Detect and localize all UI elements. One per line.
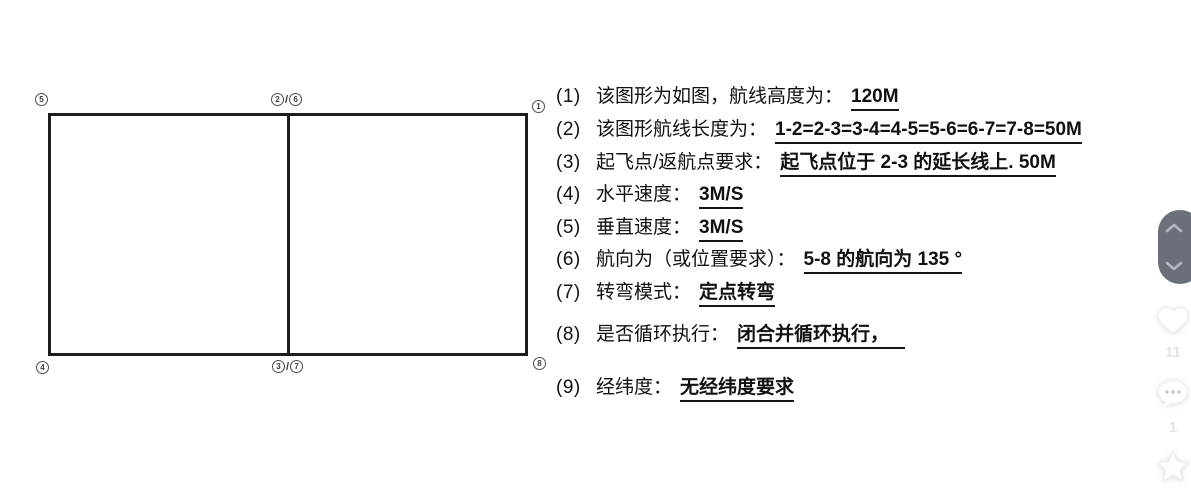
list-item-1: (1) 该图形为如图，航线高度为： 120M <box>556 84 899 111</box>
item-number: (3) <box>556 152 581 173</box>
item-number: (2) <box>556 119 581 140</box>
comment-bubble-icon <box>1157 379 1189 414</box>
item-label: 航向为（或位置要求）： <box>596 249 796 270</box>
item-number: (1) <box>556 86 581 107</box>
list-item-6: (6) 航向为（或位置要求）： 5-8 的航向为 135 ° <box>556 247 963 274</box>
like-button[interactable] <box>1155 306 1191 340</box>
circled-number-5: 5 <box>35 93 48 106</box>
item-label: 该图形航线长度为： <box>596 119 768 140</box>
item-label: 经纬度： <box>596 377 673 398</box>
item-number: (8) <box>556 324 581 345</box>
item-number: (5) <box>556 217 581 238</box>
item-number: (6) <box>556 249 581 270</box>
list-item-4: (4) 水平速度： 3M/S <box>556 182 744 209</box>
circled-number-7: 7 <box>290 360 304 373</box>
item-value: 120M <box>851 84 899 111</box>
list-item-9: (9) 经纬度： 无经纬度要求 <box>556 375 795 402</box>
item-value: 3M/S <box>699 182 744 209</box>
waypoint-label-4: 4 <box>36 361 49 374</box>
waypoint-label-1: 1 <box>532 100 545 113</box>
list-item-3: (3) 起飞点/返航点要求： 起飞点位于 2-3 的延长线上. 50M <box>556 150 1056 177</box>
heart-icon <box>1157 306 1189 340</box>
item-label: 是否循环执行： <box>596 324 730 345</box>
slash-separator: / <box>286 360 290 373</box>
waypoint-label-5: 5 <box>35 93 48 106</box>
circled-number-6: 6 <box>289 93 303 106</box>
item-value: 1-2=2-3=3-4=4-5=5-6=6-7=7-8=50M <box>775 117 1082 144</box>
circled-number-8: 8 <box>533 357 546 370</box>
item-label: 垂直速度： <box>596 217 692 238</box>
flight-route-rectangle <box>48 113 528 356</box>
list-item-8: (8) 是否循环执行： 闭合并循环执行， <box>556 322 906 349</box>
star-icon <box>1156 450 1190 488</box>
item-number: (7) <box>556 282 581 303</box>
list-item-5: (5) 垂直速度： 3M/S <box>556 215 744 242</box>
item-label: 水平速度： <box>596 184 692 205</box>
waypoint-label-8: 8 <box>533 357 546 370</box>
item-value: 定点转弯 <box>699 280 776 307</box>
circled-number-4: 4 <box>36 361 49 374</box>
item-value: 3M/S <box>699 215 744 242</box>
circled-number-3: 3 <box>272 360 285 373</box>
item-label: 起飞点/返航点要求： <box>596 152 773 173</box>
waypoint-label-3-7: 3/7 <box>272 360 304 373</box>
route-divider-line <box>286 116 290 353</box>
item-value: 起飞点位于 2-3 的延长线上. 50M <box>780 150 1056 177</box>
circled-number-1: 1 <box>532 100 545 113</box>
item-label: 转弯模式： <box>596 282 692 303</box>
circled-number-2: 2 <box>271 93 284 106</box>
item-value: 闭合并循环执行， <box>737 322 906 349</box>
page-scroll-pill[interactable] <box>1158 210 1191 284</box>
comment-count: 1 <box>1168 419 1178 436</box>
item-label: 该图形为如图，航线高度为： <box>596 86 844 107</box>
item-value: 5-8 的航向为 135 ° <box>803 247 963 274</box>
list-item-7: (7) 转弯模式： 定点转弯 <box>556 280 776 307</box>
like-count: 11 <box>1165 344 1181 361</box>
chevron-up-icon[interactable] <box>1164 222 1184 234</box>
item-value: 无经纬度要求 <box>680 375 795 402</box>
waypoint-label-2-6: 2/6 <box>271 93 303 106</box>
favorite-button[interactable] <box>1155 450 1191 488</box>
item-number: (9) <box>556 377 581 398</box>
chevron-down-icon[interactable] <box>1164 260 1184 272</box>
slash-separator: / <box>285 93 289 106</box>
list-item-2: (2) 该图形航线长度为： 1-2=2-3=3-4=4-5=5-6=6-7=7-… <box>556 117 1082 144</box>
comment-button[interactable] <box>1155 379 1191 414</box>
item-number: (4) <box>556 184 581 205</box>
